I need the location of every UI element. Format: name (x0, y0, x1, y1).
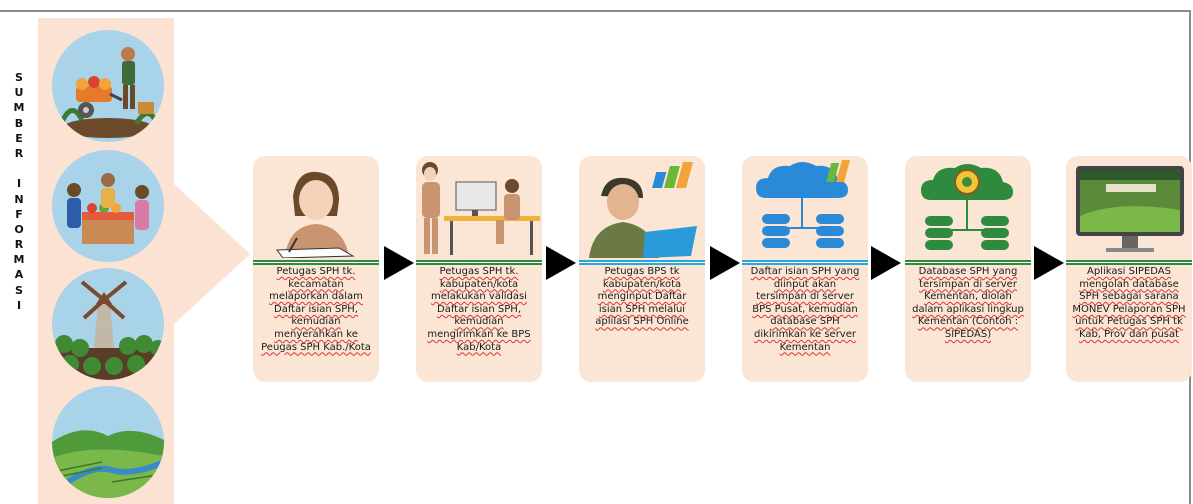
side-letter: I (16, 177, 22, 191)
flow-arrow-icon (1034, 246, 1064, 280)
side-letter: E (15, 131, 23, 145)
step-card-5: Database SPH yang tersimpan di server Ke… (905, 156, 1031, 382)
card-divider (579, 260, 705, 265)
writing-officer-icon (276, 171, 355, 258)
side-letter: S (15, 283, 23, 297)
side-letter: S (15, 71, 23, 84)
office-workers-icon (422, 162, 540, 255)
step-description: Petugas SPH tk. kecamatan melaporkan dal… (261, 266, 371, 353)
step-card-6: Aplikasi SIPEDAS mengolah database SPH s… (1066, 156, 1192, 382)
side-letter: O (14, 222, 24, 236)
side-letter: M (13, 101, 25, 115)
flow-arrow-icon (871, 246, 901, 280)
card-divider (905, 260, 1031, 265)
landscape-icon (52, 386, 164, 498)
step-card-4: Daftar isian SPH yang diinput akan tersi… (742, 156, 868, 382)
step-card-3: Petugas BPS tk kabupaten/kota menginput … (579, 156, 705, 382)
big-flow-arrow-icon (174, 184, 250, 324)
side-letter: B (14, 116, 24, 130)
flow-arrow-icon (384, 246, 414, 280)
step-description: Petugas SPH tk. kabupaten/kota melakukan… (427, 266, 531, 353)
bps-officer-laptop-icon (589, 162, 697, 258)
step-description: Database SPH yang tersimpan di server Ke… (912, 266, 1024, 340)
side-letter: M (13, 253, 25, 267)
step-description: Petugas BPS tk kabupaten/kota menginput … (595, 266, 689, 328)
bps-cloud-server-icon (756, 160, 850, 248)
side-letter: U (14, 86, 24, 100)
side-letter: R (14, 146, 24, 160)
flow-arrow-icon (546, 246, 576, 280)
step-description: Daftar isian SPH yang diinput akan tersi… (750, 266, 860, 353)
step-card-1: Petugas SPH tk. kecamatan melaporkan dal… (253, 156, 379, 382)
market-stall-icon (52, 150, 164, 262)
card-divider (742, 260, 868, 265)
farmer-wheelbarrow-icon (52, 30, 164, 142)
side-letter: F (15, 207, 23, 221)
kementan-cloud-server-icon (921, 164, 1013, 250)
card-divider (416, 260, 542, 265)
card-divider (1066, 260, 1192, 265)
side-letter: N (14, 192, 24, 206)
windmill-icon (52, 268, 164, 380)
vertical-label-sumber-informasi: S U M B E R I N F O R M A S I (6, 70, 32, 313)
flow-arrow-icon (710, 246, 740, 280)
step-description: Aplikasi SIPEDAS mengolah database SPH s… (1072, 266, 1186, 340)
side-letter: A (14, 268, 24, 282)
side-letter: I (16, 298, 22, 312)
card-divider (253, 260, 379, 265)
step-card-2: Petugas SPH tk. kabupaten/kota melakukan… (416, 156, 542, 382)
side-letter: R (14, 238, 24, 252)
monitor-dashboard-icon (1076, 166, 1184, 252)
